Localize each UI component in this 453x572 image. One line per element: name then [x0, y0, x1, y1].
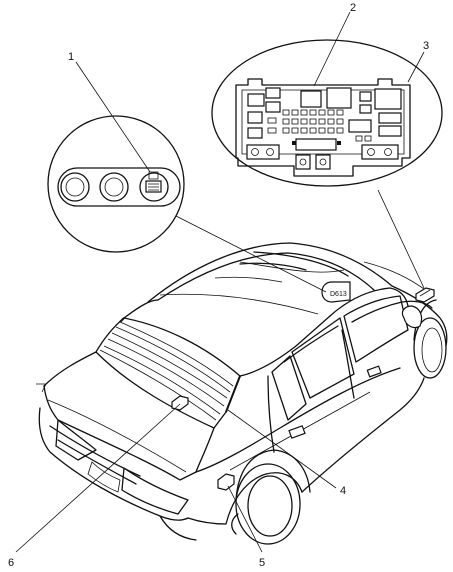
- fuse-box-detail: [211, 39, 443, 187]
- connector-tag: D613: [321, 281, 351, 303]
- callout-3: 3: [423, 40, 429, 52]
- callout-6: 6: [8, 557, 14, 569]
- callout-5: 5: [259, 557, 265, 569]
- hood-fuse-box-marker: [415, 287, 435, 303]
- front-wheel: [413, 299, 447, 379]
- rear-window-defogger-grid: [99, 321, 234, 421]
- callout-2: 2: [350, 2, 356, 14]
- rear-sensor-marker: [171, 395, 189, 411]
- side-module-marker: [217, 473, 235, 491]
- callout-1: 1: [68, 51, 74, 63]
- callout-labels: 1 2 3 4 5 6: [8, 2, 429, 569]
- mini-fuse-grid: [267, 109, 372, 142]
- connector-tag-label: D613: [330, 291, 347, 298]
- rear-wheel: [231, 449, 311, 545]
- leader-lines: [15, 11, 425, 553]
- callout-4: 4: [340, 485, 346, 497]
- sedan-rear-three-quarter-view: [36, 242, 448, 545]
- switch-panel-detail: [47, 115, 185, 253]
